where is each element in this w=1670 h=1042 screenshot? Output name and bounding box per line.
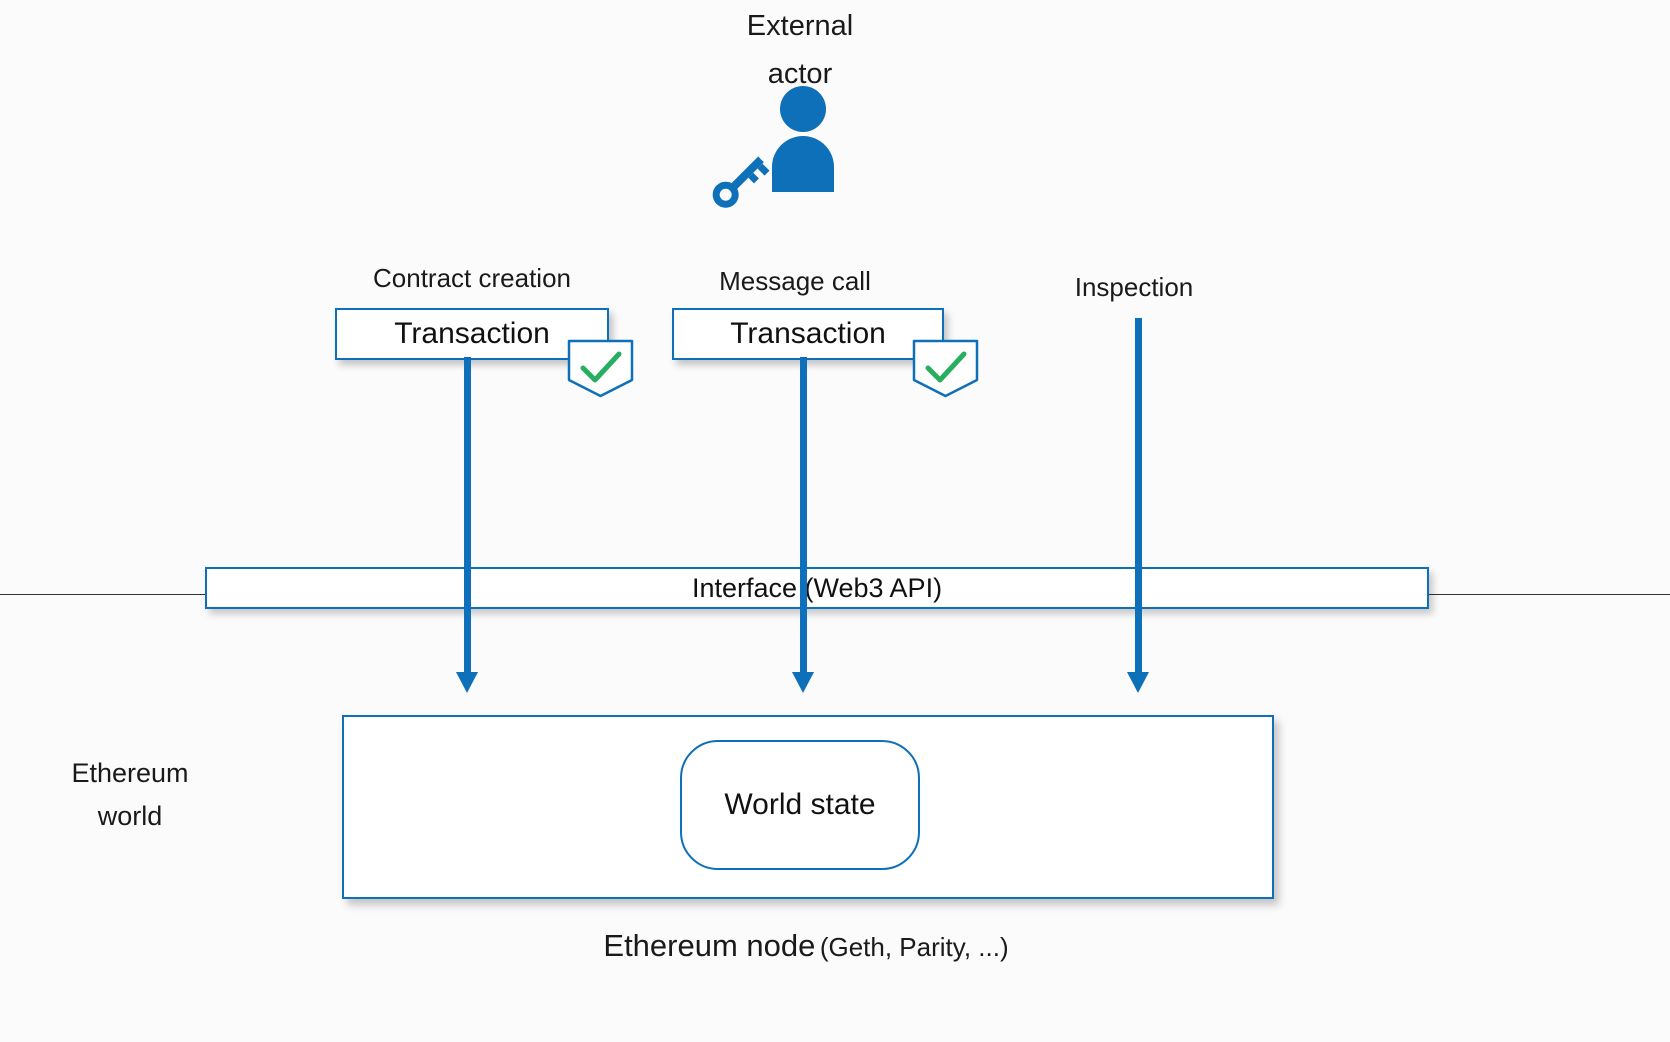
transaction-box-label: Transaction: [730, 317, 886, 350]
check-icon: [925, 351, 967, 383]
transaction-box-contract-creation: Transaction: [335, 308, 609, 360]
key-icon: [712, 156, 770, 208]
arrow-head-icon: [456, 672, 478, 693]
ethereum-node-caption: Ethereum node (Geth, Parity, ...): [400, 928, 1212, 964]
caption-main: Ethereum node: [603, 928, 816, 963]
arrow-head-icon: [1127, 672, 1149, 693]
actor-icons-svg: [712, 86, 834, 208]
verified-badge-contract: [567, 339, 635, 399]
arrow-shaft: [464, 357, 471, 673]
contract-creation-arrow: [456, 357, 478, 693]
ethereum-world-line2: world: [97, 801, 163, 831]
arrow-shaft: [1135, 318, 1142, 673]
external-actor-line1: External: [746, 10, 854, 42]
arrow-shaft: [800, 357, 807, 673]
ethereum-world-line1: Ethereum: [71, 758, 189, 788]
interface-label: Interface (Web3 API): [691, 572, 943, 603]
check-icon: [580, 351, 622, 383]
world-state-box: World state: [680, 740, 920, 870]
shield-badge-icon: [912, 339, 979, 398]
verified-badge-message: [912, 339, 980, 399]
inspection-arrow: [1127, 318, 1149, 693]
external-actor-label: External actor: [690, 2, 910, 98]
arrow-head-icon: [792, 672, 814, 693]
message-call-label: Message call: [719, 266, 871, 296]
actor-icon-group: [690, 84, 850, 209]
interface-web3-api-bar: Interface (Web3 API): [205, 567, 1429, 609]
external-actor-line2: actor: [767, 58, 833, 90]
person-icon: [772, 86, 834, 192]
transaction-box-message-call: Transaction: [672, 308, 944, 360]
message-call-arrow: [792, 357, 814, 693]
shield-badge-icon: [567, 339, 634, 398]
transaction-box-label: Transaction: [394, 317, 550, 350]
caption-sub: (Geth, Parity, ...): [819, 932, 1009, 962]
ethereum-world-label: Ethereum world: [35, 752, 225, 838]
inspection-label: Inspection: [1074, 272, 1194, 302]
contract-creation-label: Contract creation: [373, 263, 571, 293]
world-state-label: World state: [724, 788, 876, 821]
